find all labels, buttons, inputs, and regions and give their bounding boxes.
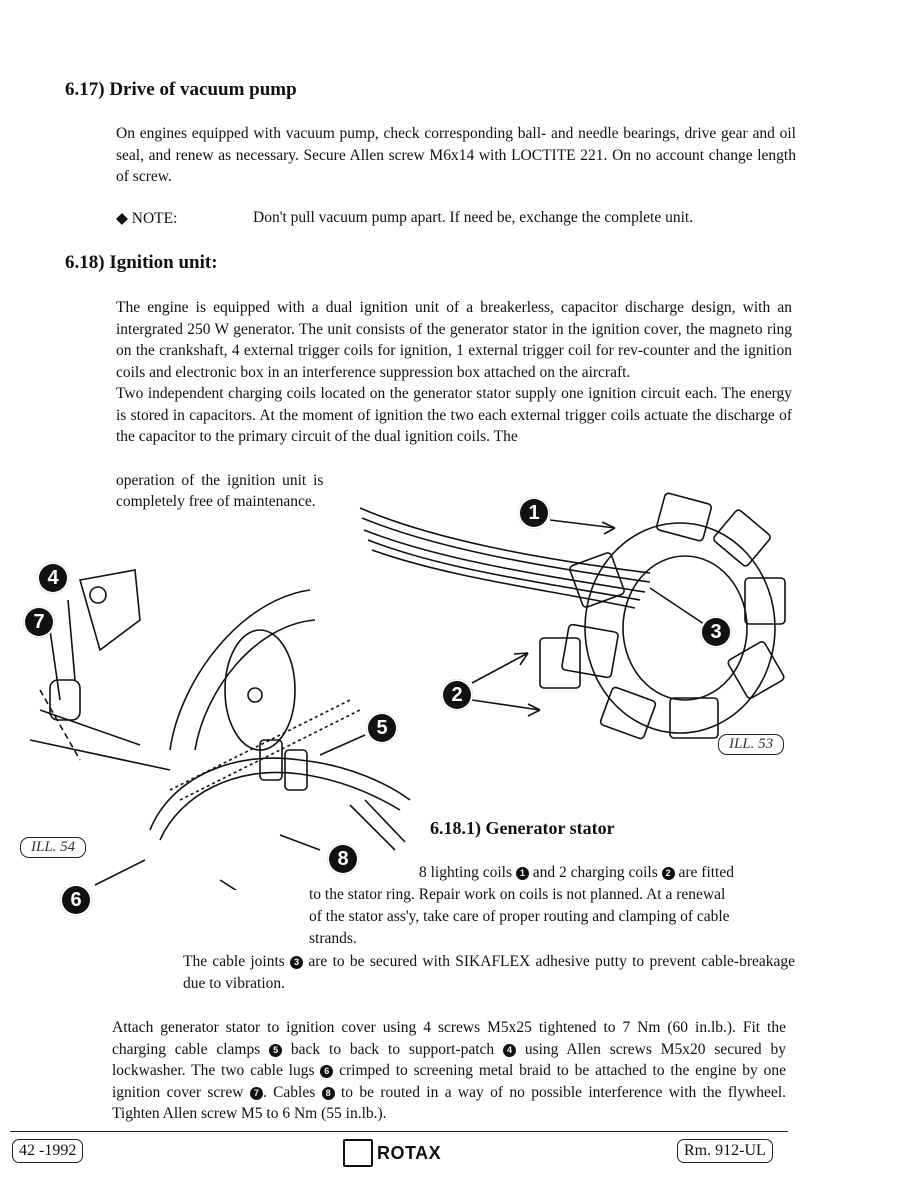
- text: are fitted: [674, 864, 734, 881]
- paragraph: On engines equipped with vacuum pump, ch…: [116, 125, 796, 185]
- text: are to be secured with SIKAFLEX adhesive…: [183, 953, 796, 992]
- ill-54-label: ILL. 54: [20, 837, 87, 858]
- paragraph: Attach generator stator to ignition cove…: [112, 1017, 786, 1125]
- stator-line-1: 8 lighting coils 1 and 2 charging coils …: [419, 864, 734, 882]
- callout-5: 5: [366, 712, 398, 744]
- note-text: Don't pull vacuum pump apart. If need be…: [253, 209, 694, 226]
- section-heading-6-18: 6.18) Ignition unit:: [65, 252, 218, 273]
- logo-text: ROTAX: [377, 1142, 442, 1163]
- stator-illustration: [359, 492, 786, 740]
- callout-3: 3: [700, 616, 732, 648]
- callout-7: 7: [23, 606, 55, 638]
- closing-paragraph: Attach generator stator to ignition cove…: [112, 1017, 786, 1125]
- ref-3: 3: [290, 956, 304, 969]
- text: and 2 charging coils: [528, 864, 662, 881]
- ref-5: 5: [269, 1043, 283, 1057]
- ref-2: 2: [661, 867, 675, 880]
- callout-1: 1: [518, 497, 550, 529]
- page-number: 42 -1992: [12, 1139, 84, 1163]
- text: The cable joints: [183, 953, 291, 970]
- text: . Cables: [262, 1083, 322, 1101]
- text: back to back to support-patch: [282, 1040, 503, 1058]
- text: crimped to screening metal braid to be a…: [112, 1062, 786, 1101]
- paragraph: Two independent charging coils located o…: [116, 385, 792, 445]
- callout-2: 2: [441, 679, 473, 711]
- ill-53-label: ILL. 53: [718, 734, 785, 755]
- text: to be routed in a way of no possible int…: [112, 1083, 786, 1123]
- paragraph-line: completely free of maintenance.: [116, 493, 316, 510]
- cable-joint-paragraph: The cable joints 3 are to be secured wit…: [183, 951, 795, 994]
- paragraph: The engine is equipped with a dual ignit…: [116, 299, 792, 381]
- stator-line-3: of the stator ass'y, take care of proper…: [309, 908, 730, 925]
- stator-line-2: to the stator ring. Repair work on coils…: [309, 886, 726, 903]
- footer-rule: [10, 1131, 788, 1132]
- manual-reference: Rm. 912-UL: [677, 1139, 773, 1163]
- section-heading-6-18-1: 6.18.1) Generator stator: [430, 818, 615, 838]
- callout-6: 6: [60, 884, 92, 916]
- section-6-18-body: The engine is equipped with a dual ignit…: [116, 297, 792, 448]
- text: using Allen screws M5x20 secured by lock…: [112, 1040, 787, 1080]
- logo-icon: [343, 1139, 373, 1167]
- note-label: ◆ NOTE:: [116, 210, 178, 227]
- stator-line-4: strands.: [309, 930, 357, 947]
- text: Attach generator stator to ignition cove…: [112, 1019, 786, 1058]
- paragraph: The cable joints 3 are to be secured wit…: [183, 951, 795, 994]
- ref-4: 4: [503, 1043, 516, 1057]
- ref-1: 1: [515, 867, 529, 880]
- ref-7: 7: [249, 1086, 263, 1100]
- callout-8: 8: [327, 843, 359, 875]
- paragraph-line: operation of the ignition unit is: [116, 472, 324, 489]
- cable-clamp-illustration: [29, 569, 411, 890]
- rotax-logo: ROTAX: [343, 1139, 441, 1167]
- ref-6: 6: [320, 1065, 334, 1078]
- callout-4: 4: [37, 562, 69, 594]
- section-6-17-body: On engines equipped with vacuum pump, ch…: [116, 123, 796, 188]
- ref-8: 8: [321, 1086, 335, 1100]
- text: 8 lighting coils: [419, 864, 516, 881]
- section-heading-6-17: 6.17) Drive of vacuum pump: [65, 79, 297, 100]
